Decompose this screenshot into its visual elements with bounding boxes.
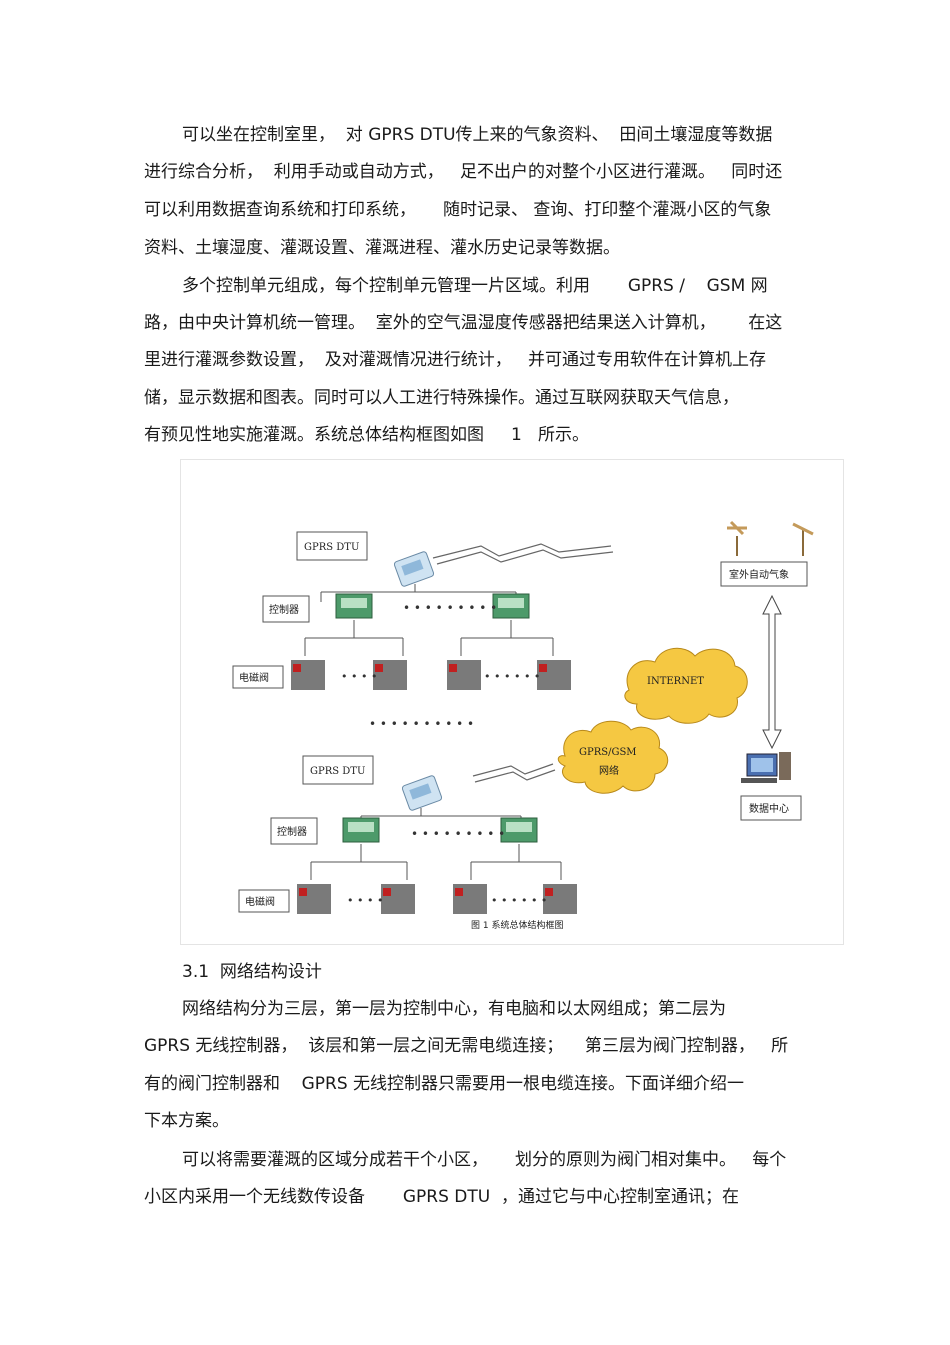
paragraph4-line-1: 可以将需要灌溉的区域分成若干个小区， 划分的原则为阀门相对集中。 每个 (182, 1150, 787, 1170)
svg-text:• • • •: • • • • (347, 894, 383, 907)
valve-box-top (232, 665, 284, 689)
svg-text:• • • • • •: • • • • • • (484, 670, 540, 683)
weather-station-box (720, 561, 808, 587)
paragraph3-line-4: 下本方案。 (144, 1111, 229, 1131)
computer-icon (741, 752, 791, 783)
system-architecture-figure: GPRS DTU 控制器 • • • • • • • • • 电磁阀 (180, 459, 844, 945)
gprs-gsm-label-2: 网络 (599, 764, 619, 777)
solenoid-valve-icons (291, 660, 571, 690)
svg-text:• • • • • • • • •: • • • • • • • • • (403, 601, 497, 615)
svg-text:• • • • • • • • •: • • • • • • • • • (411, 827, 505, 841)
svg-text:• • • • • •: • • • • • • (491, 894, 547, 907)
paragraph2-line-2: 路，由中央计算机统一管理。 室外的空气温湿度传感器把结果送入计算机， 在这 (144, 313, 783, 333)
controller-box-top (262, 595, 310, 623)
paragraph1-line-4: 资料、土壤湿度、灌溉设置、灌溉进程、灌水历史记录等数据。 (144, 238, 620, 258)
gprs-gsm-network-cloud (557, 720, 669, 794)
controller-label-bottom: 控制器 (277, 825, 307, 838)
gprs-gsm-label-1: GPRS/GSM (579, 747, 637, 758)
paragraph1-line-2: 进行综合分析， 利用手动或自动方式， 足不出户的对整个小区进行灌溉。 同时还 (144, 162, 783, 182)
paragraph1-line-1: 可以坐在控制室里， 对 GPRS DTU传上来的气象资料、 田间土壤湿度等数据 (182, 125, 773, 145)
dtu-device-icon-bottom (401, 775, 443, 811)
solenoid-valve-icons-bottom (297, 884, 577, 914)
valve-label-bottom: 电磁阀 (245, 895, 275, 908)
data-center-label: 数据中心 (749, 802, 789, 815)
valve-box-bottom (238, 889, 290, 913)
paragraph1-line-3: 可以利用数据查询系统和打印系统， 随时记录、 查询、打印整个灌溉小区的气象 (144, 200, 772, 220)
gprs-dtu-box-top (296, 531, 368, 561)
gprs-dtu-label-top: GPRS DTU (304, 542, 359, 553)
controller-label-top: 控制器 (269, 603, 299, 616)
architecture-diagram: GPRS DTU 控制器 • • • • • • • • • 电磁阀 (232, 520, 814, 931)
paragraph3-line-3: 有的阀门控制器和 GPRS 无线控制器只需要用一根电缆连接。下面详细介绍一 (144, 1074, 745, 1094)
paragraph2-line-4: 储，显示数据和图表。同时可以人工进行特殊操作。通过互联网获取天气信息， (144, 388, 739, 408)
wireless-link-top (432, 543, 612, 559)
svg-text:• • • •: • • • • (341, 670, 377, 683)
gprs-dtu-label-bottom: GPRS DTU (310, 766, 365, 777)
valve-label-top: 电磁阀 (239, 671, 269, 684)
dtu-device-icon (393, 551, 435, 587)
figure-caption: 图 1 系统总体结构框图 (471, 919, 563, 931)
weather-station-label: 室外自动气象 (729, 568, 789, 581)
internet-label: INTERNET (647, 676, 704, 687)
paragraph2-line-5: 有预见性地实施灌溉。系统总体结构框图如图 1 所示。 (144, 425, 590, 445)
section-heading: 3.1 网络结构设计 (182, 962, 322, 982)
paragraph2-line-1: 多个控制单元组成，每个控制单元管理一片区域。利用 GPRS / GSM 网 (182, 276, 768, 296)
paragraph2-line-3: 里进行灌溉参数设置， 及对灌溉情况进行统计， 并可通过专用软件在计算机上存 (144, 350, 767, 370)
data-center-box (740, 795, 802, 821)
gprs-dtu-box-bottom (302, 755, 374, 785)
controller-box-bottom (270, 817, 318, 845)
double-arrow (762, 594, 782, 750)
paragraph3-line-1: 网络结构分为三层，第一层为控制中心，有电脑和以太网组成；第二层为 (182, 999, 726, 1019)
svg-text:• • • • • • • • • •: • • • • • • • • • • (369, 717, 474, 731)
controller-device-icon-bottom (342, 817, 538, 843)
internet-cloud (624, 647, 748, 724)
paragraph4-line-2: 小区内采用一个无线数传设备 GPRS DTU ，通过它与中心控制室通讯；在 (144, 1187, 739, 1207)
controller-device-icon (335, 593, 530, 619)
paragraph3-line-2: GPRS 无线控制器， 该层和第一层之间无需电缆连接； 第三层为阀门控制器， 所 (144, 1036, 789, 1056)
weather-station-icon (727, 520, 814, 556)
wireless-link-bottom (472, 763, 554, 777)
